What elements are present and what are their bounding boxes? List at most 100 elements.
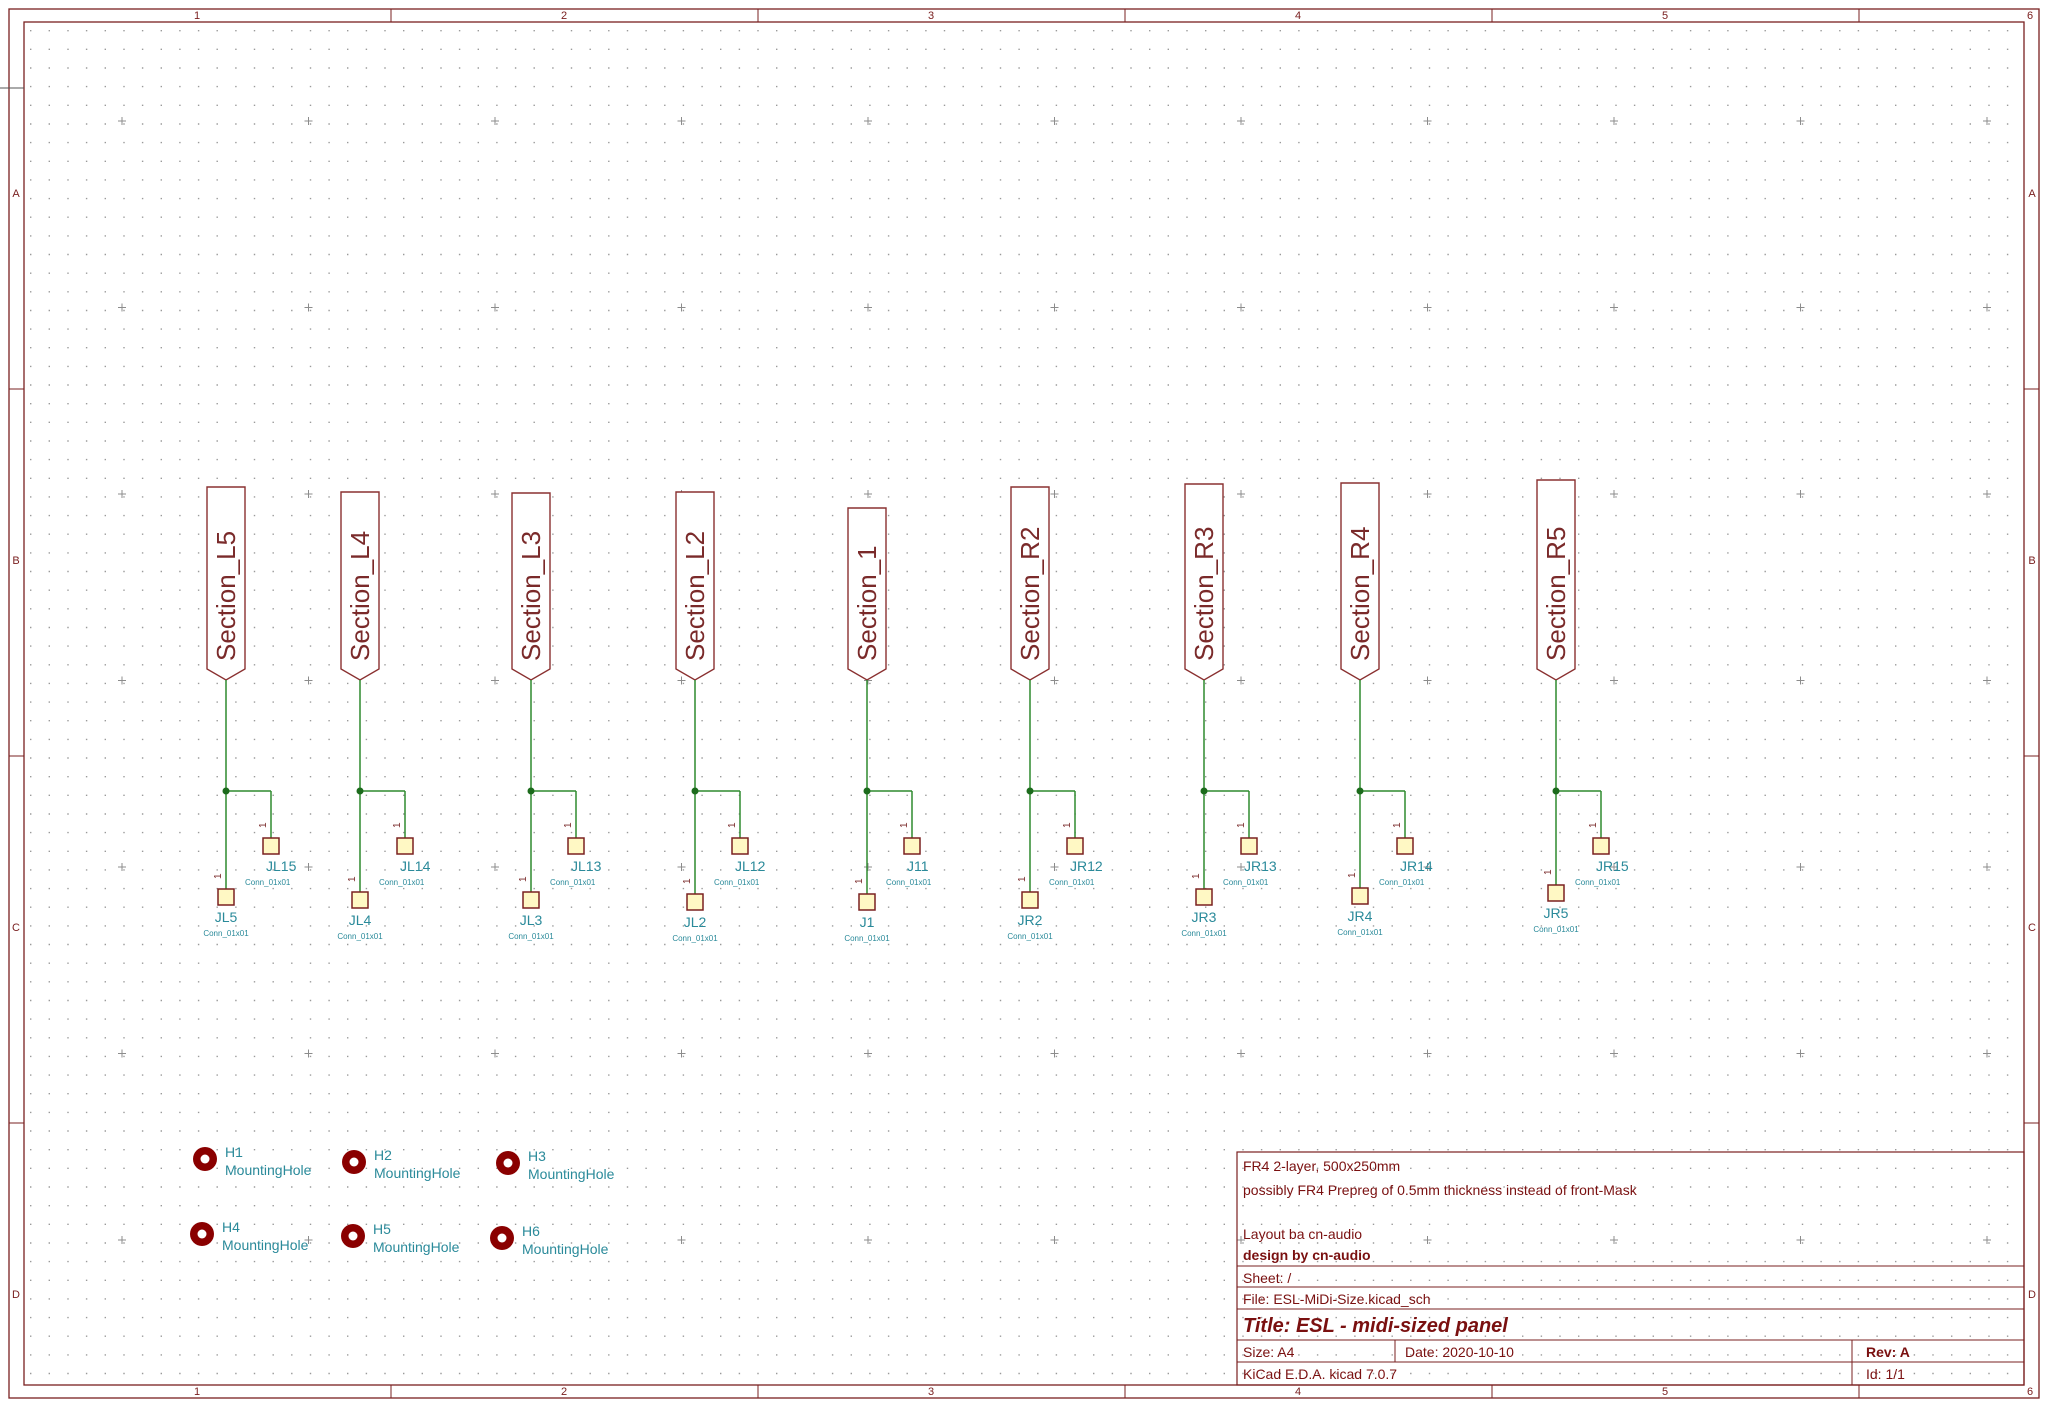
junction-dot [1356, 787, 1364, 795]
global-label-outline [1536, 479, 1576, 681]
tb-sheet: Sheet: / [1243, 1270, 1291, 1286]
row-label-left: B [12, 555, 19, 567]
pin-number: 1 [347, 876, 358, 882]
connector-value: Conn_01x01 [379, 878, 425, 887]
mounting-hole-ref: H3 [528, 1148, 546, 1164]
global-label-outline [847, 507, 887, 681]
connector-pad [262, 837, 280, 855]
connector-ref: JR5 [1544, 905, 1569, 921]
mounting-hole-value: MountingHole [373, 1239, 460, 1255]
connector-ref: JR4 [1348, 908, 1373, 924]
connector-pad [1592, 837, 1610, 855]
connector-pad [217, 888, 235, 906]
tb-tool: KiCad E.D.A. kicad 7.0.7 [1243, 1366, 1397, 1382]
connector-ref: JL12 [735, 858, 766, 874]
grid-dots [30, 30, 2009, 1375]
row-label-right: C [2028, 922, 2036, 934]
junction-dot [1200, 787, 1208, 795]
pin-number: 1 [1017, 876, 1028, 882]
connector-pad [1351, 887, 1369, 905]
connector-ref: J1 [860, 914, 875, 930]
mounting-hole-ref: H5 [373, 1221, 391, 1237]
mounting-hole-value: MountingHole [522, 1241, 609, 1257]
mounting-hole-ref: H2 [374, 1147, 392, 1163]
tb-comment3: Layout ba cn-audio [1243, 1226, 1362, 1242]
col-label-bottom: 4 [1295, 1386, 1301, 1398]
connector-value: Conn_01x01 [1181, 929, 1227, 938]
connector-ref: J11 [907, 858, 929, 874]
mounting-hole-center [503, 1158, 513, 1168]
mounting-hole-center [197, 1229, 207, 1239]
junction-dot [356, 787, 364, 795]
grid-dot-pattern [30, 30, 2009, 1375]
junction-dot [1552, 787, 1560, 795]
pin-number: 1 [899, 822, 910, 828]
schematic-nets: Section_L51JL15Conn_01x011JL5Conn_01x01S… [203, 479, 1629, 943]
col-label-bottom: 1 [194, 1386, 200, 1398]
connector-pad [1021, 891, 1039, 909]
pin-number: 1 [854, 878, 865, 884]
pin-number: 1 [1236, 822, 1247, 828]
mounting-hole-ref: H4 [222, 1219, 240, 1235]
connector-value: Conn_01x01 [550, 878, 596, 887]
connector-value: Conn_01x01 [1223, 878, 1269, 887]
pin-number: 1 [1392, 822, 1403, 828]
junction-dot [222, 787, 230, 795]
global-label-outline [1184, 483, 1224, 681]
pin-number: 1 [213, 873, 224, 879]
connector-value: Conn_01x01 [1379, 878, 1425, 887]
pin-number: 1 [518, 876, 529, 882]
connector-value: Conn_01x01 [1049, 878, 1095, 887]
mounting-hole-ref: H6 [522, 1223, 540, 1239]
connector-value: Conn_01x01 [245, 878, 291, 887]
connector-ref: JL5 [215, 909, 238, 925]
title-block-frame [1236, 1151, 2025, 1386]
global-label-text: Section_R2 [1015, 527, 1045, 661]
global-label-text: Section_L5 [211, 531, 241, 661]
connector-value: Conn_01x01 [844, 934, 890, 943]
global-label-outline [511, 492, 551, 681]
col-label-bottom: 2 [561, 1386, 567, 1398]
connector-ref: JL15 [266, 858, 297, 874]
global-label-text: Section_R3 [1189, 527, 1219, 661]
col-label-top: 3 [928, 10, 934, 22]
tb-comment1: FR4 2-layer, 500x250mm [1243, 1158, 1400, 1174]
global-label-text: Section_L4 [345, 531, 375, 661]
connector-pad [858, 893, 876, 911]
connector-pad [522, 891, 540, 909]
pin-number: 1 [1588, 822, 1599, 828]
global-label-outline [1340, 482, 1380, 681]
connector-ref: JL2 [684, 914, 707, 930]
connector-value: Conn_01x01 [886, 878, 932, 887]
connector-pad [396, 837, 414, 855]
connector-ref: JR3 [1192, 909, 1217, 925]
col-label-top: 1 [194, 10, 200, 22]
grid-crosses [118, 117, 1991, 1244]
connector-ref: JL4 [349, 912, 372, 928]
connector-pad [567, 837, 585, 855]
connector-pad [1396, 837, 1414, 855]
connector-ref: JR12 [1070, 858, 1103, 874]
col-label-top: 5 [1662, 10, 1668, 22]
mounting-hole-center [200, 1154, 210, 1164]
outer-border [8, 8, 2040, 1399]
mounting-holes: H1MountingHoleH2MountingHoleH3MountingHo… [190, 1144, 615, 1257]
col-label-bottom: 5 [1662, 1386, 1668, 1398]
connector-ref: JL13 [571, 858, 602, 874]
tb-title: Title: ESL - midi-sized panel [1243, 1315, 1508, 1337]
global-label-outline [1010, 486, 1050, 681]
mounting-hole-value: MountingHole [225, 1162, 312, 1178]
